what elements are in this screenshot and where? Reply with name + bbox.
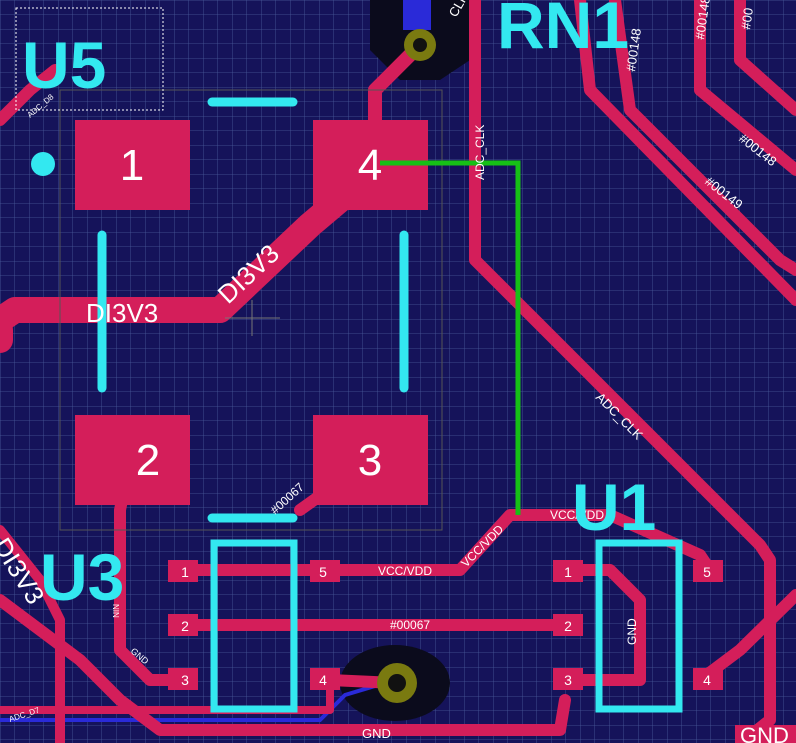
u5-component[interactable]: 1 2 3 4: [31, 89, 443, 531]
u5-pad-3-label: 3: [358, 436, 382, 485]
u1-pin-3-label: 3: [564, 672, 572, 688]
designator-u5: U5: [22, 28, 106, 102]
u5-pad-1-label: 1: [120, 141, 144, 190]
net-di3v3-horizontal: DI3V3: [86, 298, 158, 328]
u3-pin-1-label: 1: [181, 564, 189, 580]
u1-pad-2[interactable]: [553, 614, 583, 636]
u1-component[interactable]: 1 2 3 4 5: [553, 539, 723, 713]
u1-pin-2-label: 2: [564, 618, 572, 634]
u1-pad-3[interactable]: [553, 668, 583, 690]
net-00148-b: #00148: [692, 0, 713, 40]
u3-component[interactable]: 1 2 3 4 5: [168, 539, 340, 713]
u5-pad-2[interactable]: [75, 415, 190, 505]
u1-silk-outline: [595, 539, 683, 713]
gnd-pad-right: [735, 725, 796, 743]
net-vccvdd-top: VCC/VDD: [550, 508, 604, 522]
net-00148-top: #00: [738, 7, 756, 31]
net-vccvdd-pin5: VCC/VDD: [378, 564, 432, 578]
u1-pin-4-label: 4: [703, 672, 711, 688]
net-00067-horizontal: #00067: [390, 618, 430, 632]
net-adc-clk-vertical: ADC_CLK: [473, 125, 487, 180]
u5-pad-3[interactable]: [313, 415, 428, 505]
selection-box: [15, 7, 164, 111]
u1-pad-4[interactable]: [693, 668, 723, 690]
u3-pin-3-label: 3: [181, 672, 189, 688]
u5-pin1-dot: [31, 152, 55, 176]
via-bottom-hole: [388, 674, 406, 692]
u3-pad-1[interactable]: [168, 560, 198, 582]
via-top[interactable]: [404, 29, 436, 61]
u5-pad-2-label: 2: [136, 436, 160, 485]
net-nin-left: NIN: [111, 604, 120, 618]
u3-pad-3[interactable]: [168, 668, 198, 690]
u1-pad-1[interactable]: [553, 560, 583, 582]
u5-pad-4-label: 4: [358, 141, 382, 190]
designator-u3: U3: [40, 540, 124, 614]
u3-silk-outline: [210, 539, 298, 713]
u5-courtyard: [59, 89, 443, 531]
u1-pin-1-label: 1: [564, 564, 572, 580]
bottom-layer-pad: [403, 0, 431, 30]
u3-pad-5[interactable]: [310, 560, 340, 582]
u3-pad-2[interactable]: [168, 614, 198, 636]
designators: U5 U3 U1 RN1: [22, 0, 656, 614]
u5-pad-1[interactable]: [75, 120, 190, 210]
designator-u1: U1: [572, 470, 656, 544]
u3-pad-4[interactable]: [310, 668, 340, 690]
net-gnd-bottom: GND: [362, 726, 391, 741]
u3-pin-5-label: 5: [319, 564, 327, 580]
via-bottom[interactable]: [377, 663, 417, 703]
net-gnd-right: GND: [740, 723, 789, 743]
u1-pad-5[interactable]: [693, 560, 723, 582]
net-gnd-u1: GND: [625, 618, 639, 645]
via-top-hole: [413, 38, 427, 52]
designator-rn1: RN1: [497, 0, 629, 62]
u3-pin-4-label: 4: [319, 672, 327, 688]
net-00148-a: #00148: [623, 27, 644, 72]
ratsnest-line: [380, 160, 521, 515]
u3-pin-2-label: 2: [181, 618, 189, 634]
u1-pin-5-label: 5: [703, 564, 711, 580]
